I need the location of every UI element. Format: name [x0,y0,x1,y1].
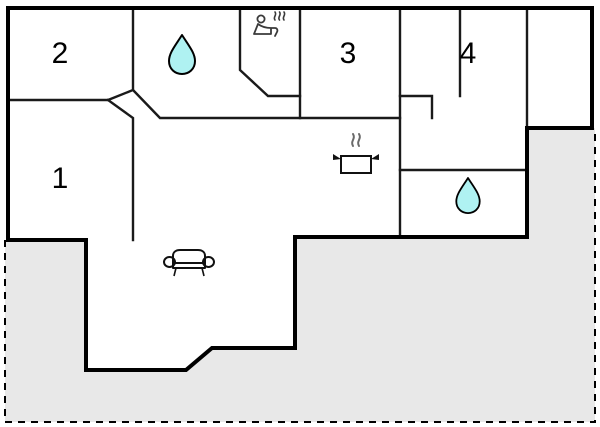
cooking-pot-icon [333,133,379,174]
interior-wall [6,6,135,102]
water-drop-icon [168,34,196,75]
sofa-icon [163,249,215,277]
room-number-1: 1 [52,162,69,195]
outside-area-fill [5,128,595,422]
cooking-pot-icon-part [340,155,372,174]
sauna-icon-part [253,23,279,37]
cooking-pot-icon-part [371,154,379,160]
cooking-pot-icon-part [357,133,361,147]
interior-wall [106,98,135,242]
sauna-icon-part [273,11,277,21]
room-number-3: 3 [340,37,357,70]
sofa-icon-part [163,256,176,268]
sofa-icon-part [172,249,206,264]
sauna-icon [253,11,286,37]
water-drop-icon-part [168,34,196,75]
exterior-wall-outline [6,6,594,372]
water-drop-icon-part [455,177,481,215]
building-floor-fill [8,8,592,370]
sauna-icon-part [282,11,286,21]
sofa-icon-part [201,267,205,277]
interior-wall [131,88,402,120]
room-number-4: 4 [460,37,477,70]
sauna-icon-part [256,14,266,24]
sofa-icon-part [202,256,215,268]
property-boundary-dashed [4,128,596,423]
room-number-labels-group: 2 1 3 4 [52,37,477,195]
sofa-icon-part [173,267,177,277]
room-number-2: 2 [52,37,69,70]
cooking-pot-icon-part [333,154,341,160]
interior-wall [398,94,434,120]
interior-wall [238,6,302,98]
water-drop-icon [455,177,481,215]
cooking-pot-icon-part [351,133,355,147]
sauna-icon-part [278,11,281,21]
room-icons-group [163,11,481,277]
